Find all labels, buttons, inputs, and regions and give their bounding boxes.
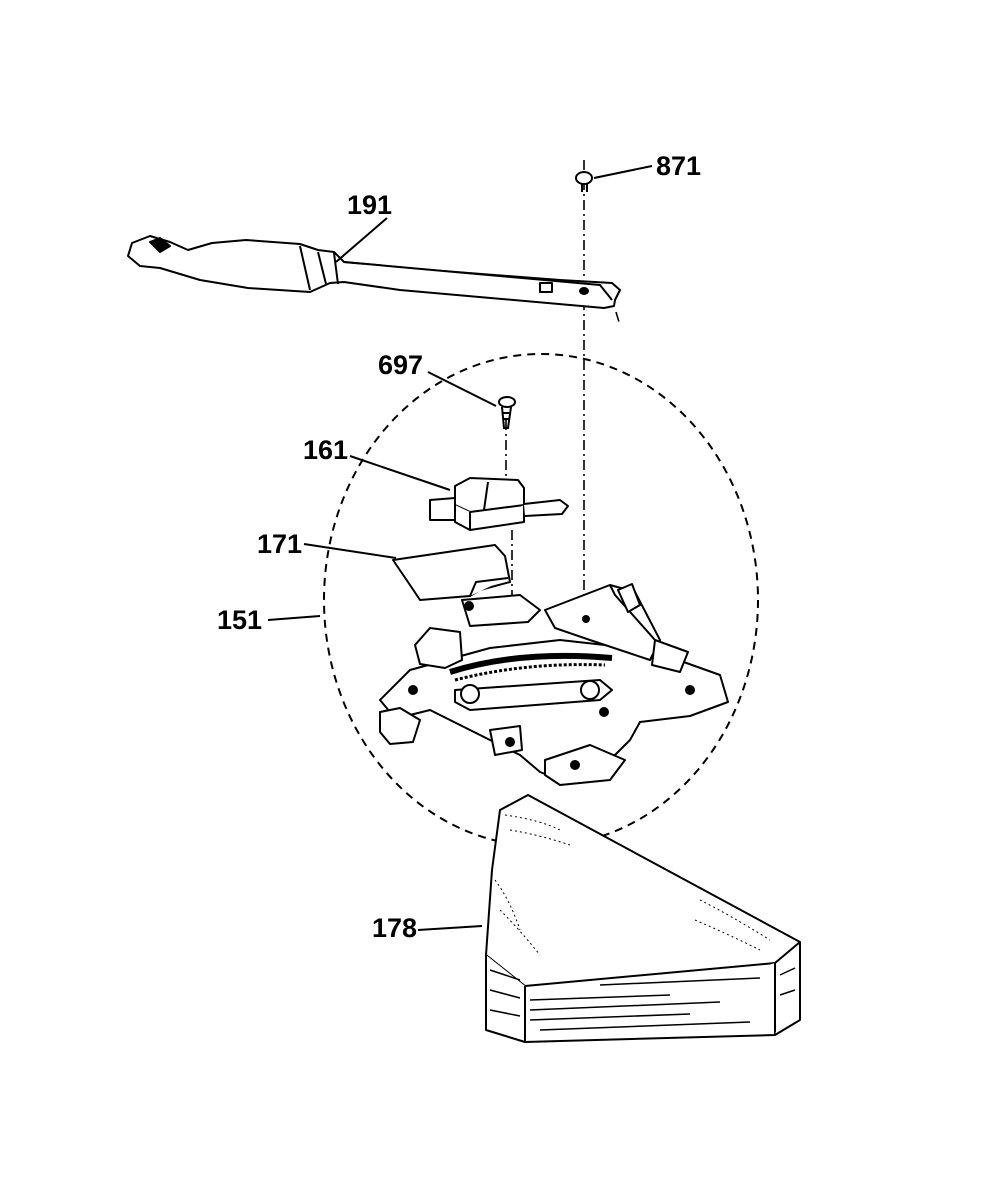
latch-assembly-outline (323, 353, 759, 847)
latch-assembly-151 (379, 583, 729, 786)
insulation-block-178 (485, 794, 801, 1043)
alignment-lines (505, 160, 620, 620)
leader-lines (267, 165, 653, 931)
callout-191: 191 (347, 190, 393, 220)
callout-161: 161 (303, 435, 349, 465)
callout-871: 871 (656, 151, 702, 181)
callout-171: 171 (257, 529, 303, 559)
latch-handle-191 (127, 235, 621, 309)
callout-697: 697 (378, 350, 424, 380)
screw-697 (498, 396, 516, 429)
callout-151: 151 (217, 605, 263, 635)
switch-161 (429, 477, 569, 531)
screw-871 (575, 171, 593, 192)
callout-178: 178 (372, 913, 418, 943)
insulator-171 (392, 544, 511, 601)
